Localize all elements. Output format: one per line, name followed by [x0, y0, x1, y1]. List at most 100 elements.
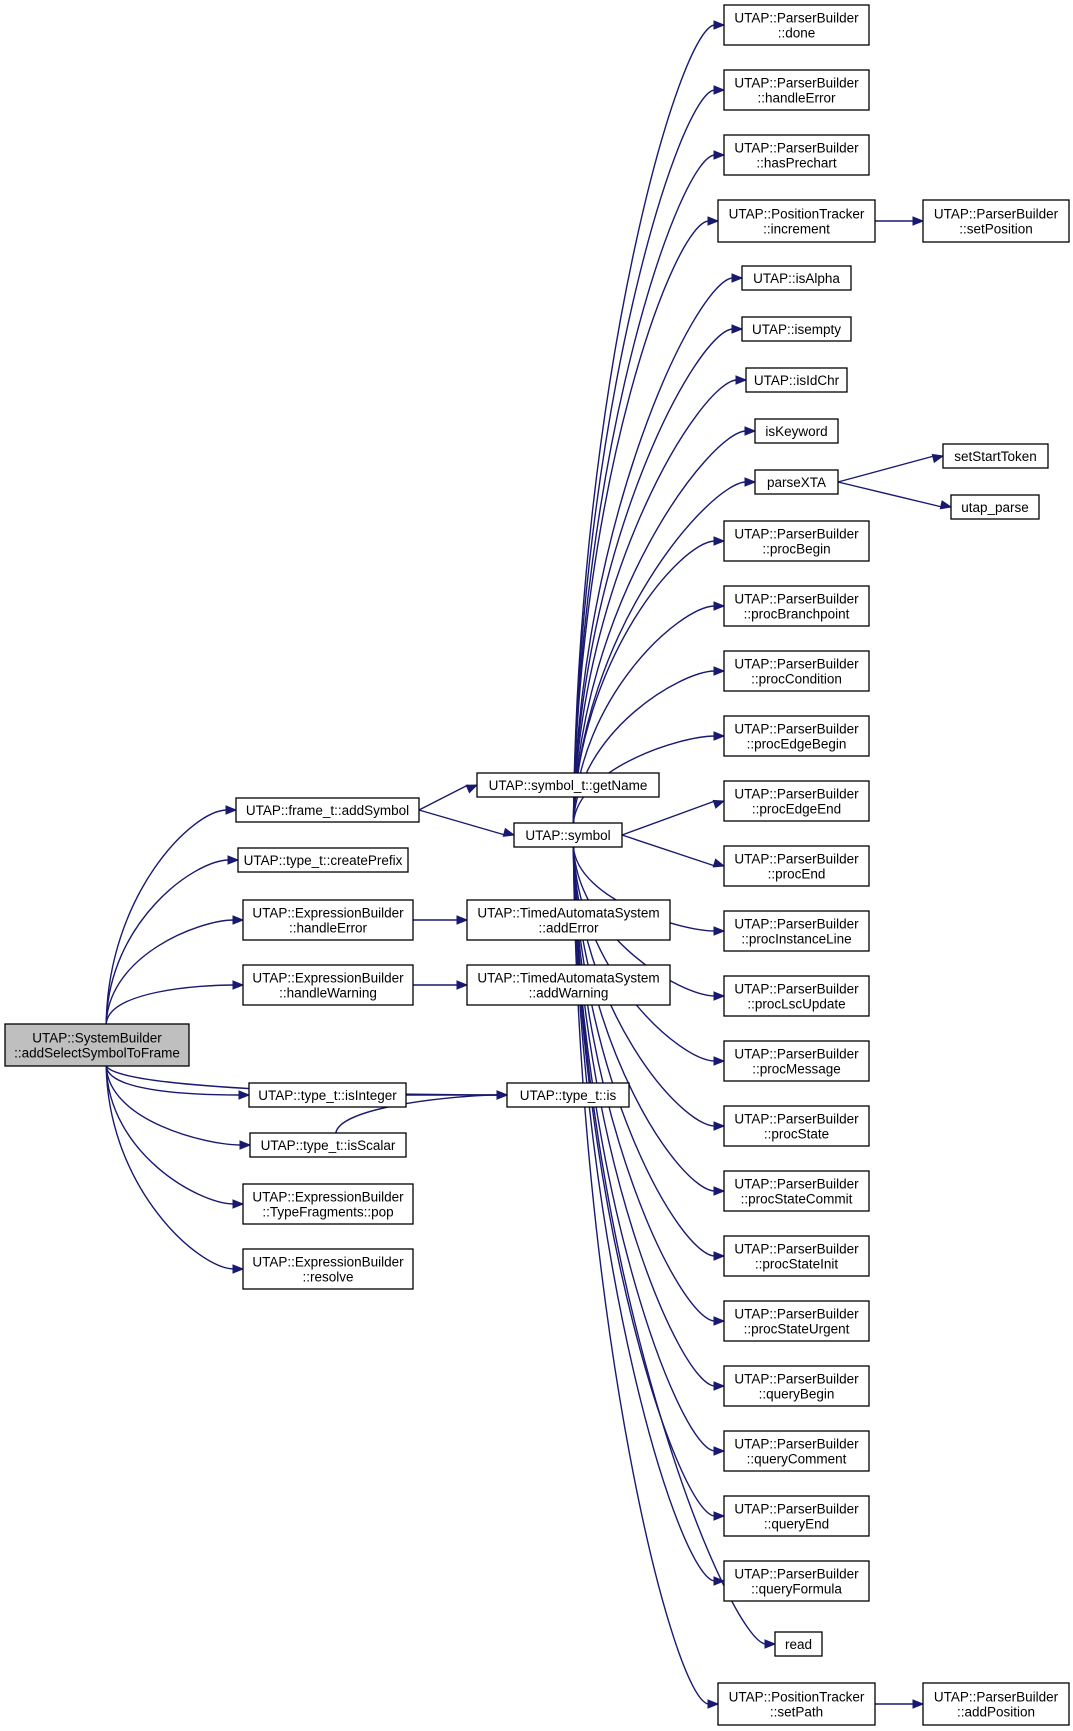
- edge-parse-xta-to-utap-parse: [837, 481, 943, 508]
- node-set-path[interactable]: UTAP::PositionTracker::setPath: [717, 1682, 876, 1726]
- node-add-warning[interactable]: UTAP::TimedAutomataSystem::addWarning: [466, 964, 671, 1006]
- node-label: UTAP::ParserBuilder: [734, 1112, 859, 1127]
- arrowhead-done: [713, 20, 726, 30]
- node-label: ::procBegin: [762, 542, 830, 557]
- edge-symbol-to-proc-condition: [572, 670, 716, 824]
- node-label: UTAP::type_t::isScalar: [261, 1138, 396, 1153]
- node-pop[interactable]: UTAP::ExpressionBuilder::TypeFragments::…: [242, 1183, 414, 1225]
- arrowhead-proc-state-urgent: [713, 1316, 726, 1326]
- node-query-begin[interactable]: UTAP::ParserBuilder::queryBegin: [723, 1365, 870, 1407]
- node-label: UTAP::ParserBuilder: [734, 657, 859, 672]
- node-box: [741, 265, 852, 291]
- node-add-position[interactable]: UTAP::ParserBuilder::addPosition: [922, 1682, 1070, 1726]
- edge-add-select-symbol-to-frame-to-eb-handle-error: [105, 919, 235, 1025]
- node-box: [513, 822, 623, 848]
- edge-add-select-symbol-to-frame-to-create-prefix: [105, 859, 230, 1025]
- arrowhead-parse-xta: [744, 477, 757, 487]
- edge-add-symbol-to-get-name: [418, 784, 469, 811]
- node-proc-instance-line[interactable]: UTAP::ParserBuilder::procInstanceLine: [723, 910, 870, 952]
- node-box: [506, 1082, 630, 1108]
- node-is-keyword[interactable]: isKeyword: [754, 418, 839, 444]
- edge-symbol-to-set-path: [572, 846, 710, 1705]
- node-label: ::queryBegin: [759, 1387, 835, 1402]
- node-label: ::procLscUpdate: [747, 997, 845, 1012]
- arrowhead-eb-handle-error: [232, 915, 245, 925]
- node-proc-edge-begin[interactable]: UTAP::ParserBuilder::procEdgeBegin: [723, 715, 870, 757]
- node-pb-handle-error[interactable]: UTAP::ParserBuilder::handleError: [723, 69, 870, 111]
- node-proc-edge-end[interactable]: UTAP::ParserBuilder::procEdgeEnd: [723, 780, 870, 822]
- edge-symbol-to-query-formula: [572, 846, 716, 1582]
- node-label: UTAP::ParserBuilder: [734, 982, 859, 997]
- node-proc-branchpoint[interactable]: UTAP::ParserBuilder::procBranchpoint: [723, 585, 870, 627]
- node-box: [723, 1560, 870, 1602]
- node-get-name[interactable]: UTAP::symbol_t::getName: [476, 772, 660, 798]
- node-proc-lsc-update[interactable]: UTAP::ParserBuilder::procLscUpdate: [723, 975, 870, 1017]
- node-box: [723, 1495, 870, 1537]
- edge-add-select-symbol-to-frame-to-is-scalar: [105, 1065, 242, 1146]
- node-set-start-token[interactable]: setStartToken: [942, 443, 1049, 469]
- node-label: ::setPosition: [959, 222, 1033, 237]
- node-symbol[interactable]: UTAP::symbol: [513, 822, 623, 848]
- node-create-prefix[interactable]: UTAP::type_t::createPrefix: [237, 847, 409, 873]
- node-add-select-symbol-to-frame[interactable]: UTAP::SystemBuilder::addSelectSymbolToFr…: [4, 1023, 190, 1067]
- node-has-prechart[interactable]: UTAP::ParserBuilder::hasPrechart: [723, 134, 870, 176]
- arrowhead-set-start-token: [931, 453, 945, 464]
- node-proc-state-init[interactable]: UTAP::ParserBuilder::procStateInit: [723, 1235, 870, 1277]
- node-is-id-chr[interactable]: UTAP::isIdChr: [745, 367, 848, 393]
- node-box: [466, 899, 671, 941]
- node-label: UTAP::symbol: [525, 828, 610, 843]
- node-set-position[interactable]: UTAP::ParserBuilder::setPosition: [922, 199, 1070, 243]
- node-isempty[interactable]: UTAP::isempty: [741, 316, 852, 342]
- node-box: [774, 1631, 823, 1657]
- node-proc-message[interactable]: UTAP::ParserBuilder::procMessage: [723, 1040, 870, 1082]
- node-query-formula[interactable]: UTAP::ParserBuilder::queryFormula: [723, 1560, 870, 1602]
- node-label: ::procEdgeEnd: [752, 802, 841, 817]
- node-proc-begin[interactable]: UTAP::ParserBuilder::procBegin: [723, 520, 870, 562]
- node-is[interactable]: UTAP::type_t::is: [506, 1082, 630, 1108]
- node-box: [466, 964, 671, 1006]
- arrowhead-create-prefix: [227, 855, 240, 865]
- node-label: UTAP::ParserBuilder: [734, 527, 859, 542]
- node-is-alpha[interactable]: UTAP::isAlpha: [741, 265, 852, 291]
- node-box: [717, 199, 876, 243]
- node-query-comment[interactable]: UTAP::ParserBuilder::queryComment: [723, 1430, 870, 1472]
- node-proc-end[interactable]: UTAP::ParserBuilder::procEnd: [723, 845, 870, 887]
- node-proc-state-commit[interactable]: UTAP::ParserBuilder::procStateCommit: [723, 1170, 870, 1212]
- node-label: ::procStateUrgent: [744, 1322, 850, 1337]
- arrowhead-add-error: [456, 915, 469, 925]
- node-label: UTAP::TimedAutomataSystem: [477, 971, 659, 986]
- node-add-symbol[interactable]: UTAP::frame_t::addSymbol: [235, 797, 420, 823]
- node-box: [235, 797, 420, 823]
- node-increment[interactable]: UTAP::PositionTracker::increment: [717, 199, 876, 243]
- edge-symbol-to-proc-state-urgent: [572, 846, 716, 1322]
- node-eb-handle-warning[interactable]: UTAP::ExpressionBuilder::handleWarning: [242, 964, 414, 1006]
- node-label: UTAP::ParserBuilder: [734, 917, 859, 932]
- node-utap-parse[interactable]: utap_parse: [950, 494, 1040, 520]
- node-label: parseXTA: [767, 475, 826, 490]
- node-label: ::done: [778, 26, 816, 41]
- edge-symbol-to-increment: [572, 220, 710, 824]
- edge-add-symbol-to-symbol: [418, 809, 506, 836]
- node-add-error[interactable]: UTAP::TimedAutomataSystem::addError: [466, 899, 671, 941]
- node-is-scalar[interactable]: UTAP::type_t::isScalar: [249, 1132, 407, 1158]
- node-label: ::hasPrechart: [756, 156, 837, 171]
- arrowhead-proc-instance-line: [713, 926, 726, 936]
- node-parse-xta[interactable]: parseXTA: [754, 469, 839, 495]
- node-box: [723, 1105, 870, 1147]
- node-read[interactable]: read: [774, 1631, 823, 1657]
- node-resolve[interactable]: UTAP::ExpressionBuilder::resolve: [242, 1248, 414, 1290]
- node-proc-state[interactable]: UTAP::ParserBuilder::procState: [723, 1105, 870, 1147]
- node-proc-condition[interactable]: UTAP::ParserBuilder::procCondition: [723, 650, 870, 692]
- node-proc-state-urgent[interactable]: UTAP::ParserBuilder::procStateUrgent: [723, 1300, 870, 1342]
- node-eb-handle-error[interactable]: UTAP::ExpressionBuilder::handleError: [242, 899, 414, 941]
- node-is-integer[interactable]: UTAP::type_t::isInteger: [248, 1082, 407, 1108]
- arrowhead-pop: [232, 1199, 245, 1209]
- arrowhead-set-path: [707, 1699, 720, 1709]
- arrowhead-add-warning: [456, 980, 469, 990]
- edge-add-select-symbol-to-frame-to-eb-handle-warning: [105, 984, 235, 1025]
- node-query-end[interactable]: UTAP::ParserBuilder::queryEnd: [723, 1495, 870, 1537]
- edge-symbol-to-is-keyword: [572, 430, 747, 824]
- node-box: [723, 1040, 870, 1082]
- node-done[interactable]: UTAP::ParserBuilder::done: [723, 4, 870, 46]
